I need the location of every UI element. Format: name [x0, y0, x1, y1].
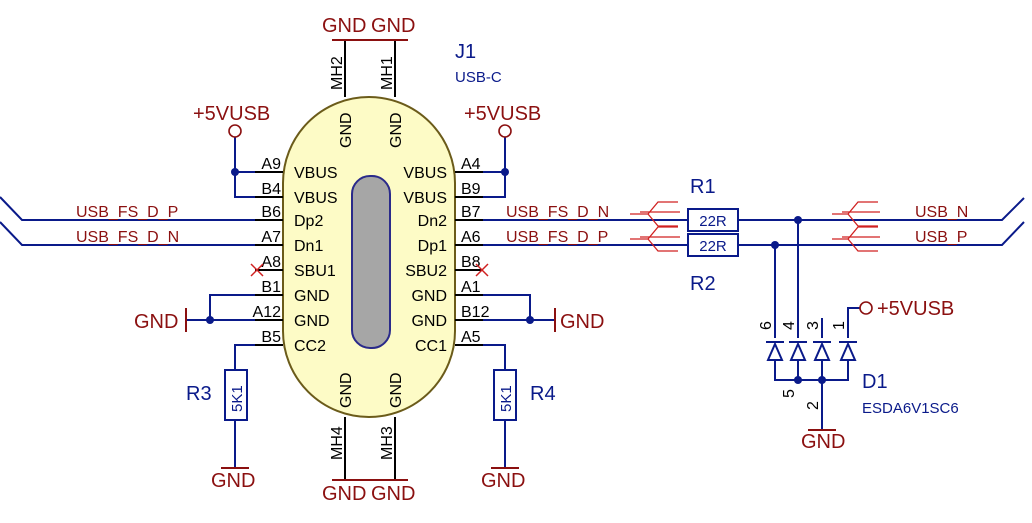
pin-num-b1: B1	[261, 279, 281, 296]
pin-num-b7: B7	[461, 204, 481, 221]
vbus-label-right: +5VUSB	[464, 103, 541, 125]
pin-num-mh2: MH2	[329, 56, 346, 90]
d1-value: ESDA6V1SC6	[862, 400, 959, 417]
d1-pin-3: 3	[805, 321, 822, 330]
j1-left-pins	[255, 171, 283, 346]
gnd-label-d1: GND	[801, 431, 845, 453]
pin-num-b4: B4	[261, 181, 281, 198]
pin-name-gnd-top-right: GND	[388, 112, 405, 148]
net-label-left-top: USB_FS_D_P	[76, 204, 178, 221]
pin-name-gnd-bot-left: GND	[338, 372, 355, 408]
d1-pin-2: 2	[805, 401, 822, 410]
r2-value: 22R	[699, 238, 727, 255]
pin-name-vbus-r1: VBUS	[403, 165, 447, 182]
vbus-right-net	[483, 124, 512, 198]
r2-resistor	[687, 233, 739, 257]
vbus-label-left: +5VUSB	[193, 103, 270, 125]
pin-num-a7: A7	[261, 229, 281, 246]
usb-c-tongue	[351, 175, 391, 349]
pin-num-b9: B9	[461, 181, 481, 198]
pin-name-vbus-r2: VBUS	[403, 190, 447, 207]
pin-num-a12: A12	[253, 304, 282, 321]
net-label-mid-top: USB_FS_D_N	[506, 204, 609, 221]
gnd-left-net	[185, 294, 255, 332]
r1-value: 22R	[699, 213, 727, 230]
pin-num-a5: A5	[461, 329, 481, 346]
pin-num-b6: B6	[261, 204, 281, 221]
gnd-label-r4: GND	[481, 470, 525, 492]
pin-num-b12: B12	[461, 304, 490, 321]
vbus-left-net	[228, 124, 255, 198]
j1-value: USB-C	[455, 69, 502, 86]
pin-name-gnd-r2: GND	[411, 313, 447, 330]
r3-value: 5K1	[229, 385, 246, 412]
gnd-label-right: GND	[560, 311, 604, 333]
net-label-mid-bot: USB_FS_D_P	[506, 229, 608, 246]
pin-num-a1: A1	[461, 279, 481, 296]
pin-name-dp1: Dp1	[418, 238, 447, 255]
pin-name-cc1: CC1	[415, 338, 447, 355]
pin-name-dp2: Dp2	[294, 213, 323, 230]
r1-resistor	[687, 208, 739, 232]
gnd-label-top-left: GND	[322, 15, 366, 37]
pin-name-gnd-top-left: GND	[338, 112, 355, 148]
pin-name-sbu1: SBU1	[294, 263, 336, 280]
no-connect-a8	[250, 263, 264, 277]
diff-pair-marker-mid	[630, 201, 680, 252]
d1-esd-array	[766, 216, 873, 431]
pin-name-sbu2: SBU2	[405, 263, 447, 280]
r3-ref: R3	[186, 383, 212, 405]
pin-name-dn1: Dn1	[294, 238, 323, 255]
pin-name-dn2: Dn2	[418, 213, 447, 230]
d1-pin-5: 5	[781, 389, 798, 398]
pin-num-mh4: MH4	[329, 426, 346, 460]
d1-pin-1: 1	[831, 321, 848, 330]
r3-resistor	[221, 344, 255, 469]
j1-right-pins	[455, 171, 483, 346]
gnd-label-left: GND	[134, 311, 178, 333]
pin-num-a9: A9	[261, 156, 281, 173]
j1-ref: J1	[455, 41, 476, 63]
d1-ref: D1	[862, 371, 888, 393]
pin-num-b5: B5	[261, 329, 281, 346]
pin-name-vbus-l1: VBUS	[294, 165, 338, 182]
vbus-label-d1: +5VUSB	[877, 298, 954, 320]
r2-ref: R2	[690, 273, 716, 295]
pin-num-mh3: MH3	[379, 426, 396, 460]
d1-pin-4: 4	[781, 321, 798, 330]
gnd-right-net	[483, 294, 556, 332]
diff-pair-marker-right	[832, 201, 880, 252]
r4-value: 5K1	[498, 385, 515, 412]
gnd-label-r3: GND	[211, 470, 255, 492]
net-label-out-bot: USB_P	[915, 229, 967, 246]
gnd-label-bot-left: GND	[322, 483, 366, 505]
net-label-out-top: USB_N	[915, 204, 968, 221]
pin-name-gnd-bot-right: GND	[388, 372, 405, 408]
pin-num-a8: A8	[261, 254, 281, 271]
no-connect-b8	[475, 263, 489, 277]
gnd-label-top-right: GND	[371, 15, 415, 37]
pin-name-gnd-r1: GND	[411, 288, 447, 305]
pin-name-gnd-l1: GND	[294, 288, 330, 305]
pin-num-a4: A4	[461, 156, 481, 173]
pin-name-vbus-l2: VBUS	[294, 190, 338, 207]
r1-ref: R1	[690, 176, 716, 198]
r4-ref: R4	[530, 383, 556, 405]
pin-num-a6: A6	[461, 229, 481, 246]
pin-num-b8: B8	[461, 254, 481, 271]
pin-name-gnd-l2: GND	[294, 313, 330, 330]
net-label-left-bot: USB_FS_D_N	[76, 229, 179, 246]
usb-data-lines	[0, 196, 1025, 246]
pin-name-cc2: CC2	[294, 338, 326, 355]
gnd-label-bot-right: GND	[371, 483, 415, 505]
d1-pin-6: 6	[758, 321, 775, 330]
r4-resistor	[483, 344, 519, 469]
pin-num-mh1: MH1	[379, 56, 396, 90]
